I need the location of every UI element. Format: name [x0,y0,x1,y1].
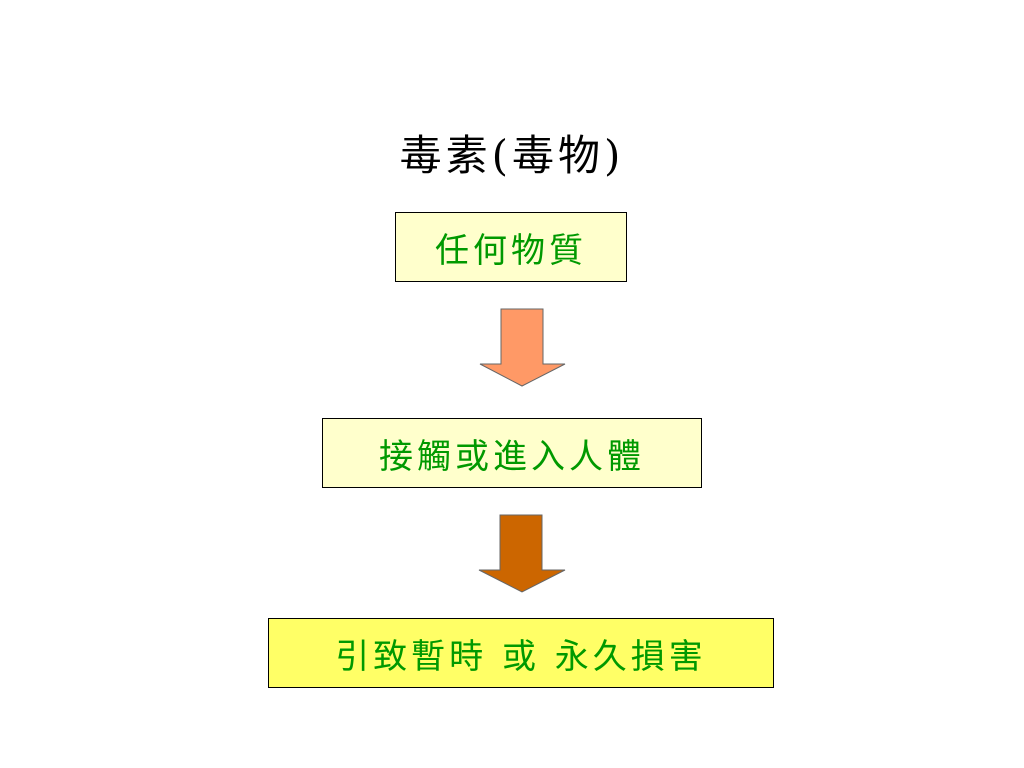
flow-step-contact-label: 接觸或進入人體 [379,436,645,477]
slide-title: 毒素(毒物) [399,131,625,180]
flow-step-contact: 接觸或進入人體 [322,418,702,488]
flow-step-substance-label: 任何物質 [435,230,587,271]
flow-step-substance: 任何物質 [395,212,627,282]
down-arrow-icon [478,514,566,593]
flow-step-damage-label: 引致暫時 或 永久損害 [335,636,707,677]
flow-step-damage: 引致暫時 或 永久損害 [268,618,774,688]
down-arrow-icon [479,308,566,387]
